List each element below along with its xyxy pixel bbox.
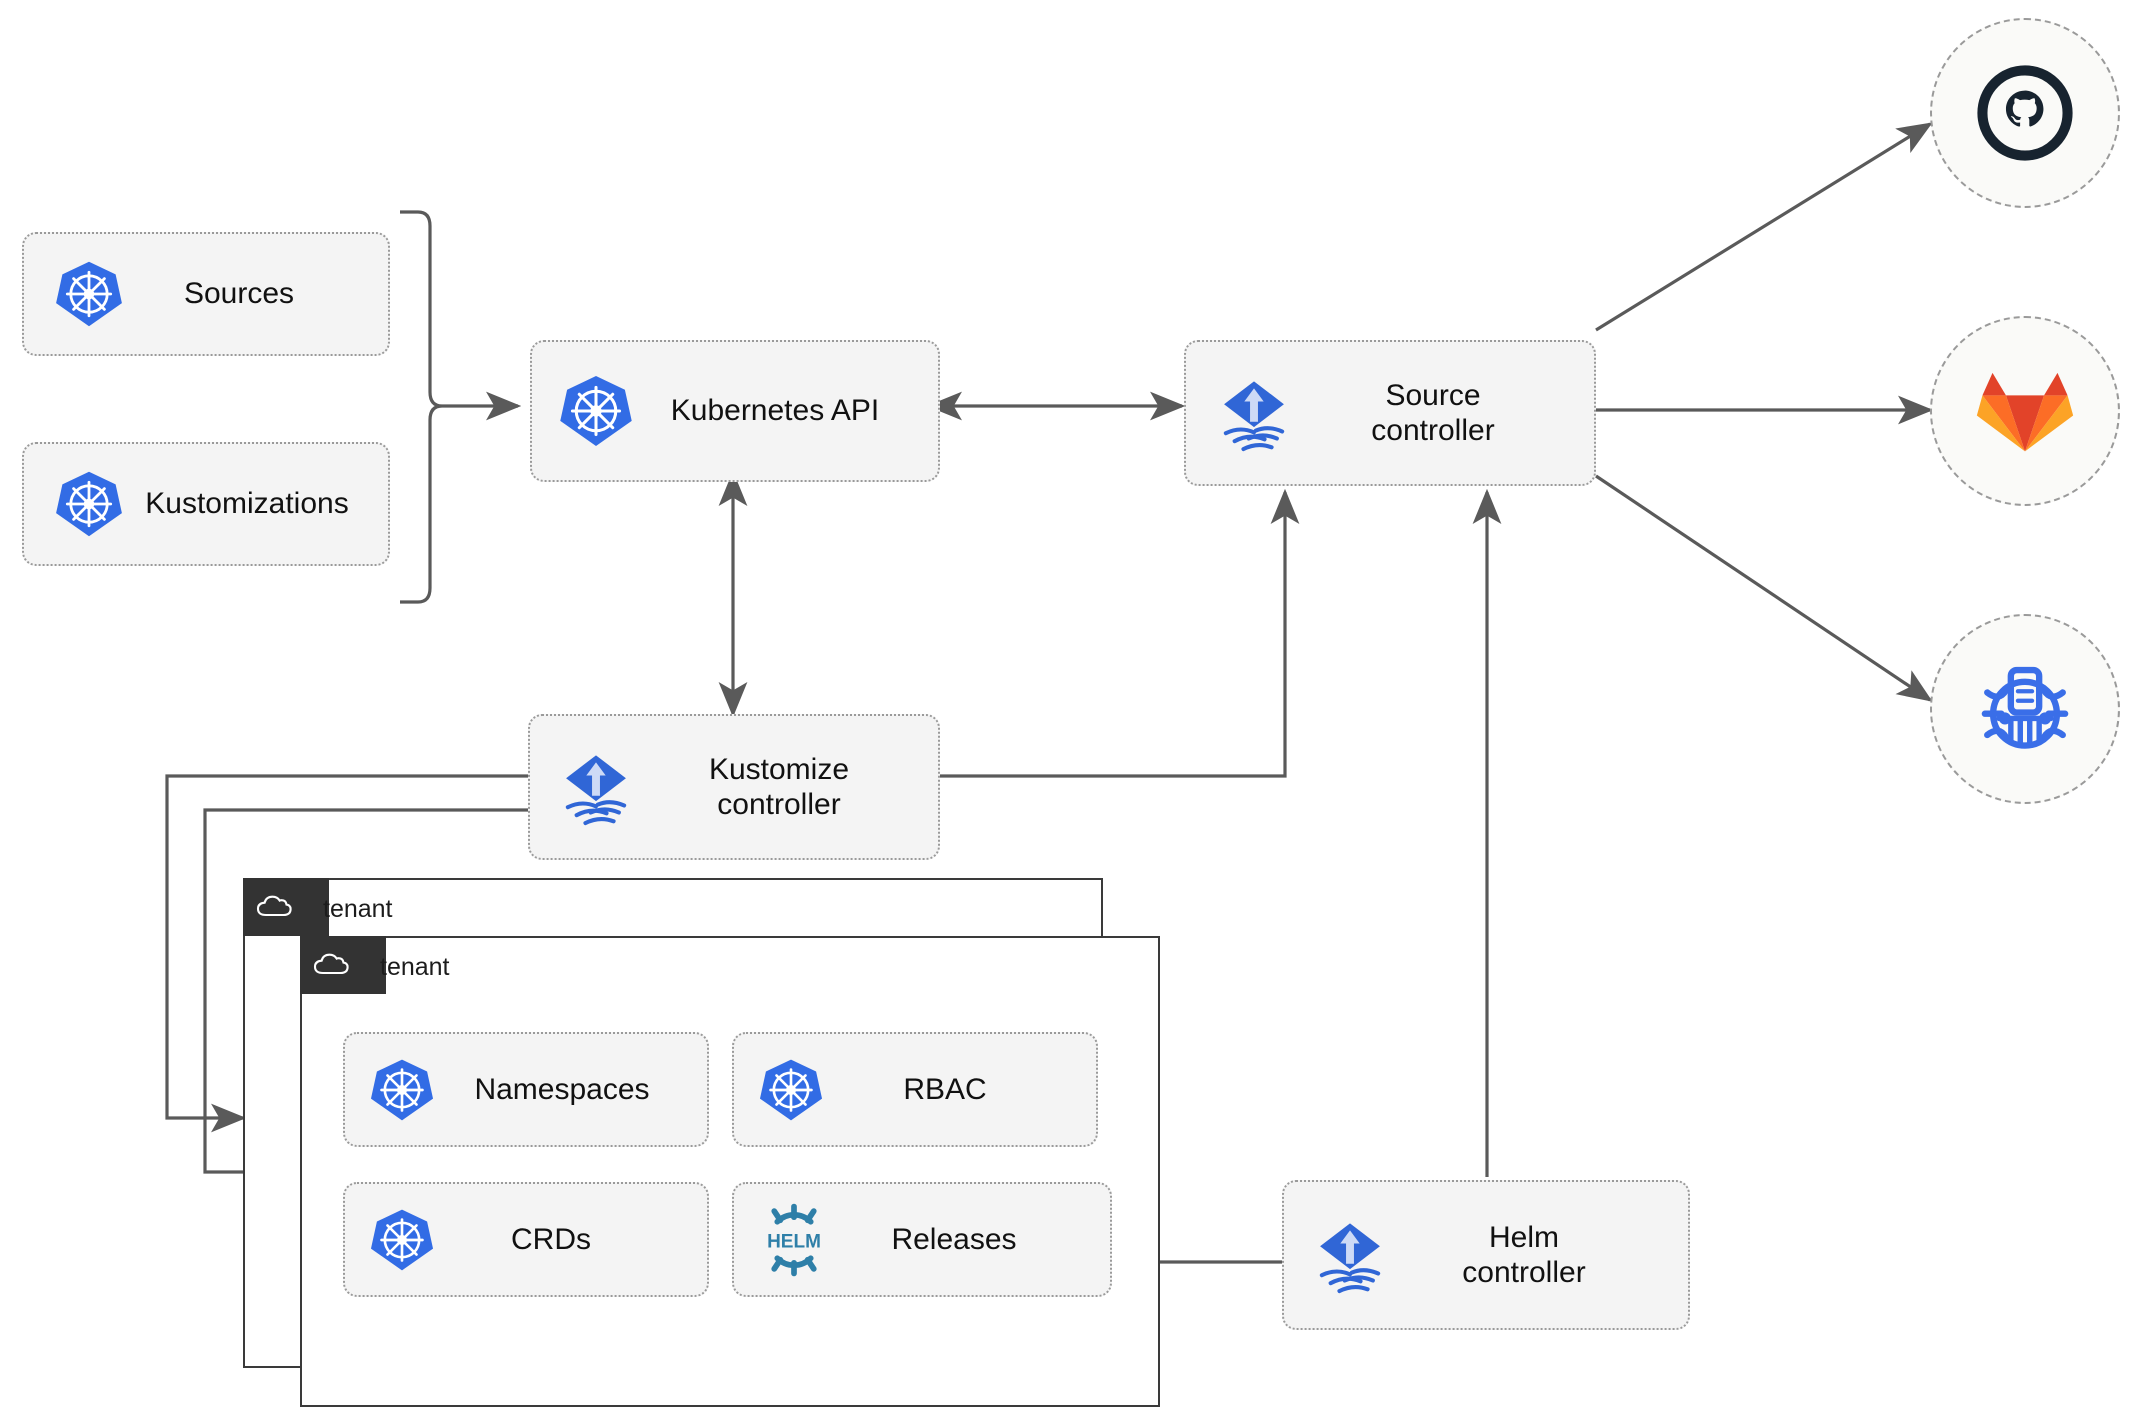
node-label: CRDs bbox=[511, 1222, 591, 1256]
node-kustomize-controller[interactable]: Kustomize controller bbox=[528, 714, 940, 860]
node-label: Kustomizations bbox=[145, 487, 349, 521]
tenant-title-inner: tenant bbox=[380, 952, 450, 981]
kubernetes-icon bbox=[369, 1057, 435, 1123]
endpoint-gitlab[interactable] bbox=[1930, 316, 2120, 506]
cloud-icon bbox=[313, 953, 349, 975]
node-label: Namespaces bbox=[474, 1072, 650, 1106]
node-label: Sources bbox=[183, 277, 295, 311]
edge-sourcectl-helmrepo bbox=[1595, 474, 1933, 702]
kubernetes-icon bbox=[558, 373, 634, 449]
helm-icon: HELM bbox=[756, 1202, 832, 1278]
flux-icon bbox=[1210, 369, 1298, 457]
edge-kustomizectl-sourcectl bbox=[940, 488, 1300, 778]
edge-sourcectl-github bbox=[1595, 122, 1933, 332]
tenant-container-inner: tenant bbox=[300, 936, 1160, 1407]
node-label: RBAC bbox=[903, 1072, 987, 1106]
node-label: Helm controller bbox=[1462, 1220, 1586, 1289]
node-label: Source controller bbox=[1371, 378, 1495, 447]
kubernetes-icon bbox=[54, 259, 124, 329]
node-releases[interactable]: HELM Releases bbox=[732, 1182, 1112, 1297]
node-label: Kubernetes API bbox=[670, 394, 880, 428]
kubernetes-icon bbox=[758, 1057, 824, 1123]
tenant-tab-outer bbox=[243, 878, 329, 936]
kubernetes-icon bbox=[54, 469, 124, 539]
node-rbac[interactable]: RBAC bbox=[732, 1032, 1098, 1147]
endpoint-helm-chart-repository[interactable] bbox=[1930, 614, 2120, 804]
endpoint-github[interactable] bbox=[1930, 18, 2120, 208]
node-sources[interactable]: Sources bbox=[22, 232, 390, 356]
node-label: Kustomize controller bbox=[708, 752, 850, 821]
svg-text:HELM: HELM bbox=[767, 1231, 821, 1252]
node-kubernetes-api[interactable]: Kubernetes API bbox=[530, 340, 940, 482]
helm-chart-repo-icon bbox=[1981, 666, 2069, 749]
cloud-icon bbox=[256, 895, 292, 917]
github-icon bbox=[1977, 65, 2073, 161]
brace-sources-kustomizations bbox=[400, 210, 443, 604]
node-helm-controller[interactable]: Helm controller bbox=[1282, 1180, 1690, 1330]
flux-icon bbox=[552, 743, 640, 831]
node-crds[interactable]: CRDs bbox=[343, 1182, 709, 1297]
kubernetes-icon bbox=[369, 1207, 435, 1273]
node-kustomizations[interactable]: Kustomizations bbox=[22, 442, 390, 566]
tenant-title-outer: tenant bbox=[323, 894, 393, 923]
tenant-tab-inner bbox=[300, 936, 386, 994]
node-namespaces[interactable]: Namespaces bbox=[343, 1032, 709, 1147]
node-label: Releases bbox=[891, 1222, 1017, 1256]
node-source-controller[interactable]: Source controller bbox=[1184, 340, 1596, 486]
flux-icon bbox=[1306, 1211, 1394, 1299]
gitlab-icon bbox=[1976, 372, 2074, 452]
